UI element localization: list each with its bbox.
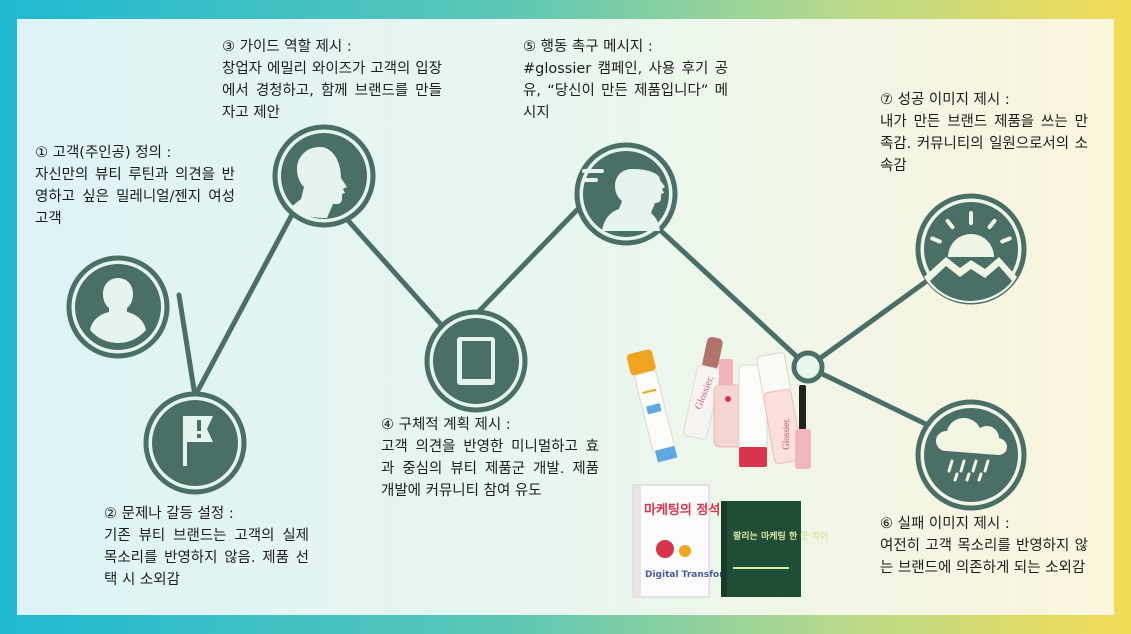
step-3-heading: ③ 가이드 역할 제시 : bbox=[222, 36, 442, 58]
step-5-text: ⑤ 행동 촉구 메시지 : #glossier 캠페인, 사용 후기 공유, “… bbox=[523, 36, 728, 124]
step-2-text: ② 문제나 갈등 설정 : 기존 뷰티 브랜드는 고객의 실제 목소리를 반영하… bbox=[104, 503, 309, 591]
product-tube-yellow bbox=[626, 349, 678, 464]
junction-node bbox=[794, 353, 822, 381]
book1-title: 마케팅의 정석 bbox=[644, 502, 720, 518]
step-4-body: 고객 의견을 반영한 미니멀하고 효과 중심의 뷰티 제품군 개발. 제품 개발… bbox=[381, 436, 599, 502]
glossier-products-image: Glossier. Glossier. bbox=[626, 335, 811, 469]
step-1-body: 자신만의 뷰티 루틴과 의견을 반영하고 싶은 밀레니얼/젠지 여성 고객 bbox=[35, 164, 235, 230]
product-brand-label-2: Glossier. bbox=[781, 418, 791, 450]
person-icon bbox=[69, 258, 167, 356]
step-7-body: 내가 만든 브랜드 제품을 쓰는 만족감. 커뮤니티의 일원으로서의 소속감 bbox=[880, 111, 1088, 177]
step-2-heading: ② 문제나 갈등 설정 : bbox=[104, 503, 309, 525]
step-5-body: #glossier 캠페인, 사용 후기 공유, “당신이 만든 제품입니다” … bbox=[523, 58, 728, 124]
step-4-text: ④ 구체적 계획 제시 : 고객 의견을 반영한 미니멀하고 효과 중심의 뷰티… bbox=[381, 414, 599, 502]
book-icon bbox=[427, 312, 525, 410]
step-7-text: ⑦ 성공 이미지 제시 : 내가 만든 브랜드 제품을 쓰는 만족감. 커뮤니티… bbox=[880, 89, 1088, 177]
person-profile-icon bbox=[275, 127, 373, 225]
step-6-text: ⑥ 실패 이미지 제시 : 여전히 고객 목소리를 반영하지 않는 브랜드에 의… bbox=[880, 513, 1088, 579]
book-cover-2: 팔리는 마케팅 한 끗 차이 bbox=[721, 501, 828, 597]
rain-cloud-icon bbox=[918, 402, 1024, 508]
step-7-heading: ⑦ 성공 이미지 제시 : bbox=[880, 89, 1088, 111]
step-3-text: ③ 가이드 역할 제시 : 창업자 에밀리 와이즈가 고객의 입장에서 경청하고… bbox=[222, 36, 442, 124]
step-6-body: 여전히 고객 목소리를 반영하지 않는 브랜드에 의존하게 되는 소외감 bbox=[880, 535, 1088, 579]
step-1-heading: ① 고객(주인공) 정의 : bbox=[35, 142, 235, 164]
speaking-person-icon bbox=[577, 145, 675, 243]
step-6-heading: ⑥ 실패 이미지 제시 : bbox=[880, 513, 1088, 535]
step-2-body: 기존 뷰티 브랜드는 고객의 실제 목소리를 반영하지 않음. 제품 선택 시 … bbox=[104, 525, 309, 591]
step-5-heading: ⑤ 행동 촉구 메시지 : bbox=[523, 36, 728, 58]
book2-title: 팔리는 마케팅 한 끗 차이 bbox=[733, 530, 828, 542]
card-background: Glossier. Glossier. bbox=[17, 19, 1114, 615]
warning-flag-icon bbox=[146, 394, 244, 492]
step-4-heading: ④ 구체적 계획 제시 : bbox=[381, 414, 599, 436]
connector-1-2 bbox=[179, 295, 195, 396]
sunrise-icon bbox=[918, 196, 1024, 303]
step-1-text: ① 고객(주인공) 정의 : 자신만의 뷰티 루틴과 의견을 반영하고 싶은 밀… bbox=[35, 142, 235, 230]
step-3-body: 창업자 에밀리 와이즈가 고객의 입장에서 경청하고, 함께 브랜드를 만들자고… bbox=[222, 58, 442, 124]
